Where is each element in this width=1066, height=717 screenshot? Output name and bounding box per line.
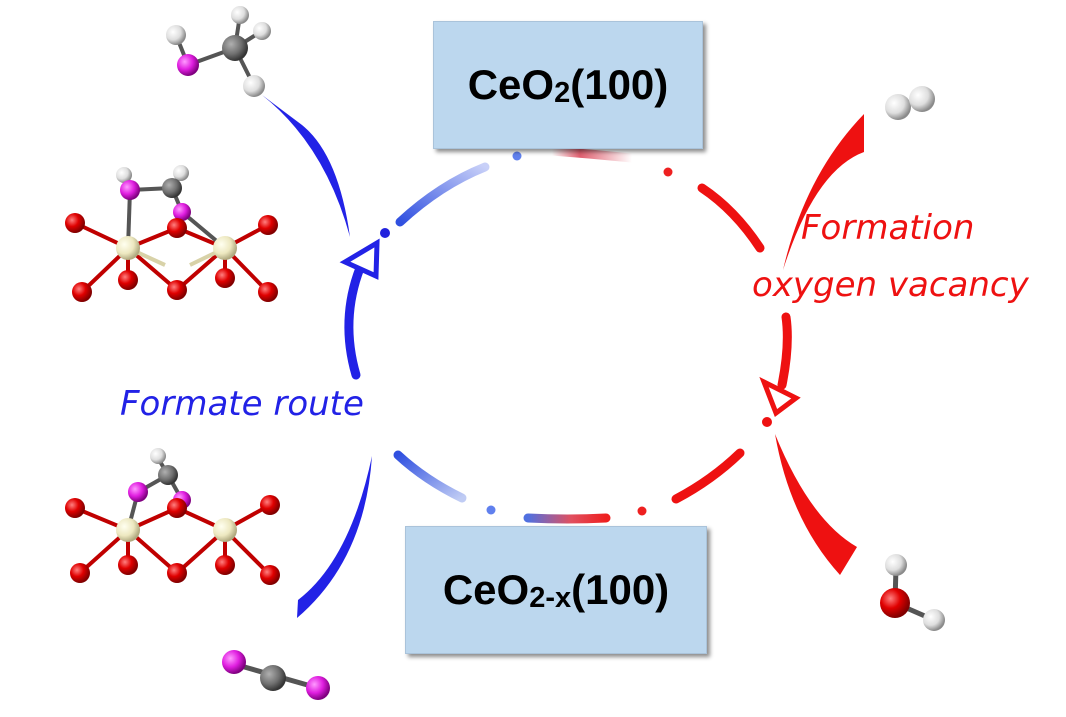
water-molecule [880, 554, 945, 631]
cycle-ring [393, 146, 765, 524]
ring-segment-top [547, 146, 637, 163]
blue-arrows [262, 95, 380, 618]
methanol-molecule [166, 6, 271, 97]
methanol-release-arrow [262, 95, 350, 237]
ceo2-prefix: CeO [467, 61, 555, 108]
formate-route-label: Formate route [120, 384, 364, 424]
co2-adsorption-arrow [297, 456, 372, 618]
ceo2x-subscript: 2-x [529, 581, 572, 614]
ceo2-suffix: (100) [570, 61, 669, 108]
h2-adsorption-arrow [783, 114, 864, 270]
oxygen-vacancy-label: oxygen vacancy [752, 265, 1029, 305]
ceo2x-prefix: CeO [442, 566, 530, 613]
vacancy-formation-arrowhead [759, 376, 801, 417]
ring-segment-bottom-left [393, 450, 467, 503]
ring-segment-top-right [697, 183, 765, 253]
ring-segment-bottom [523, 513, 611, 524]
ring-dots [380, 151, 772, 516]
formation-label: Formation [801, 208, 975, 248]
red-arrows [759, 114, 864, 575]
ring-segment-bottom-right [671, 448, 745, 504]
vacancy-formation-arrow [777, 312, 792, 390]
ceo2x-suffix: (100) [571, 566, 670, 613]
ceria-slab-lower [65, 448, 280, 585]
ceo2-subscript: 2 [554, 76, 571, 109]
formate-route-arrow [344, 263, 365, 380]
water-release-arrow [775, 434, 857, 575]
formate-route-arrowhead [339, 238, 380, 280]
h2-molecule [885, 86, 935, 120]
ring-segment-top-left [395, 162, 490, 227]
co2-molecule [222, 650, 330, 700]
ceria-slab-upper [65, 165, 278, 302]
